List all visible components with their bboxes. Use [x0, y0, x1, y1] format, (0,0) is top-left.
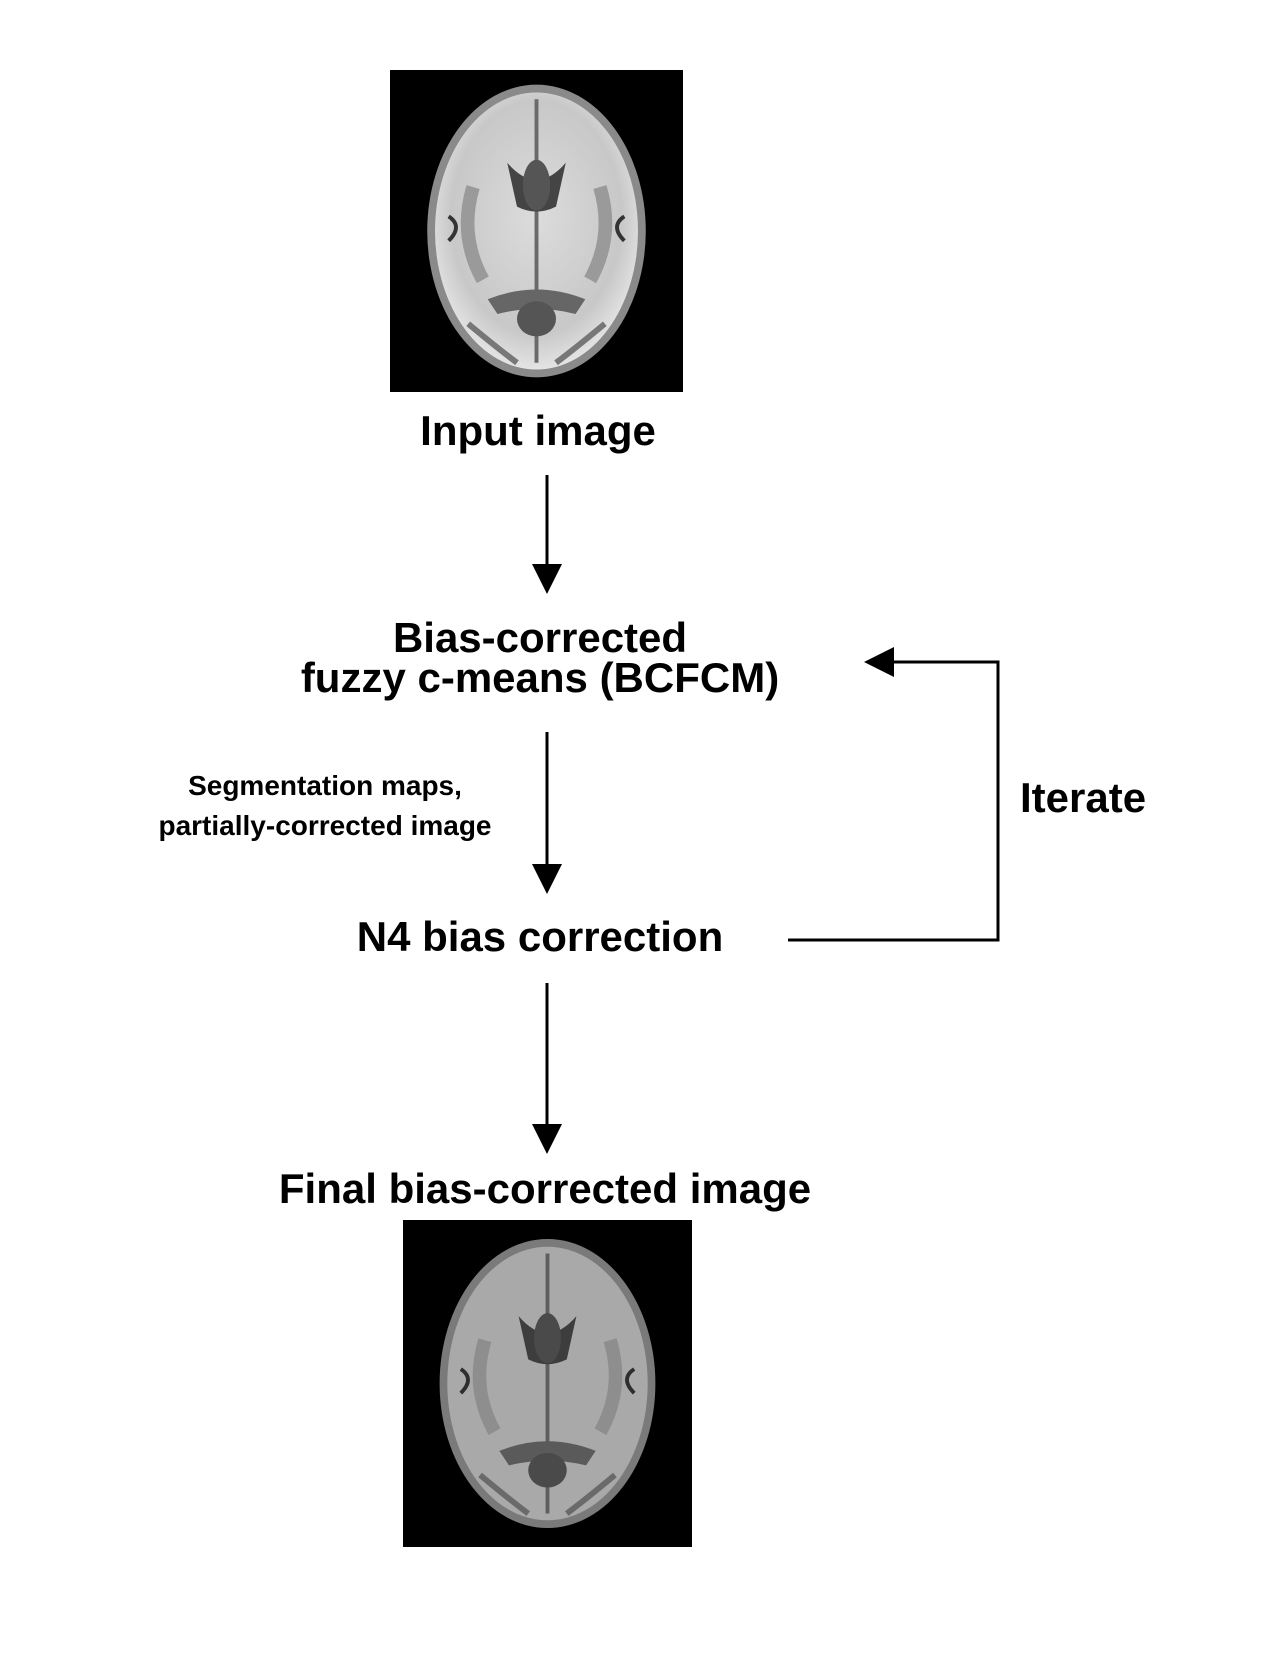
final-image-label: Final bias-corrected image — [278, 1165, 812, 1212]
bcfcm-line-2: fuzzy c-means (BCFCM) — [300, 654, 780, 701]
n4-step-label: N4 bias correction — [356, 913, 724, 960]
brain-mri-icon — [439, 1239, 656, 1528]
brain-mri-icon — [427, 84, 646, 378]
output-brain-image — [403, 1220, 692, 1547]
bcfcm-line-1: Bias-corrected — [392, 614, 688, 661]
input-image-label: Input image — [420, 407, 656, 454]
seg-line-2: partially-corrected image — [158, 810, 492, 841]
iterate-feedback-loop — [788, 647, 1000, 942]
segmentation-maps-label: Segmentation maps, partially-corrected i… — [110, 766, 540, 846]
input-brain-image — [390, 70, 683, 392]
bcfcm-step-label: Bias-corrected fuzzy c-means (BCFCM) — [220, 614, 860, 701]
iterate-label: Iterate — [1020, 774, 1147, 821]
seg-line-1: Segmentation maps, — [188, 770, 462, 801]
